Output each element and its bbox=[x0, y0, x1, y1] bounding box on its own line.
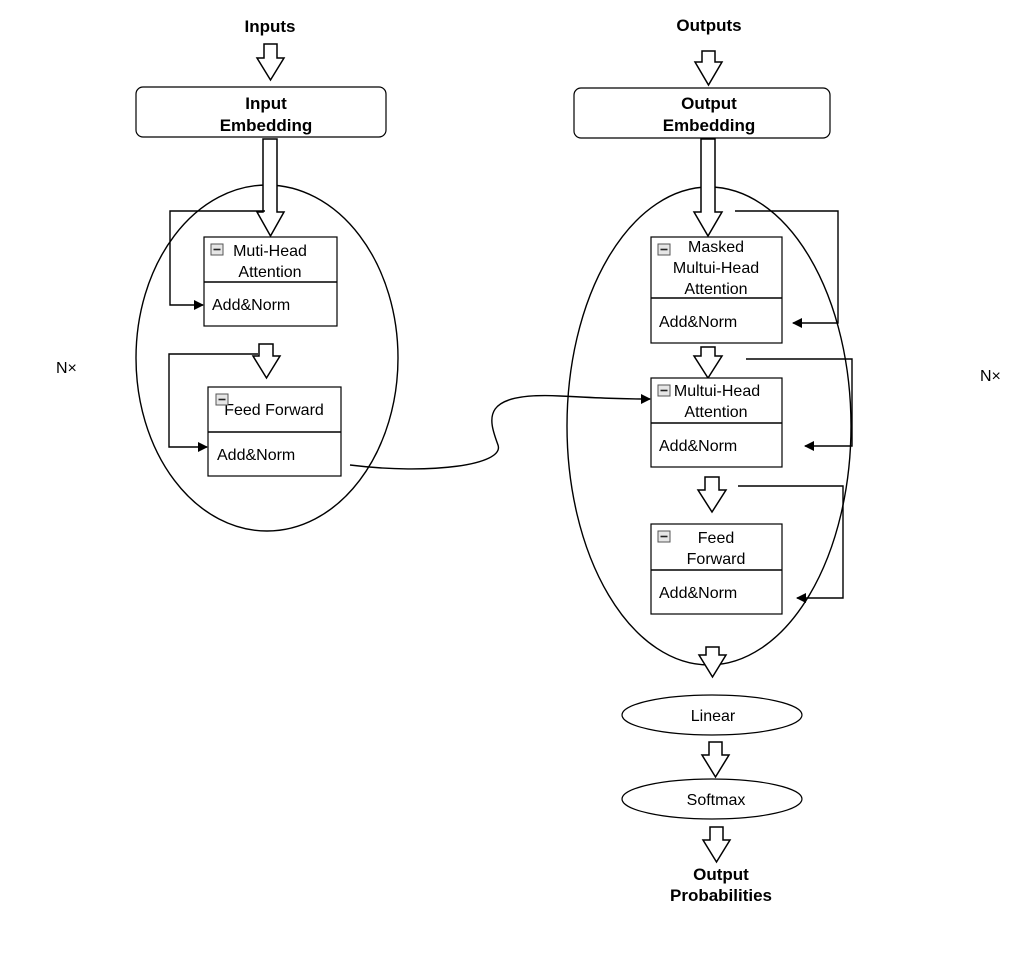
collapse-icon[interactable] bbox=[210, 243, 224, 256]
encoder-residual-1 bbox=[169, 210, 265, 310]
encoder-decoder-connection bbox=[349, 393, 651, 470]
collapse-icon[interactable] bbox=[215, 393, 229, 406]
input-embedding-box bbox=[135, 86, 387, 138]
output-embedding-label-1: Output bbox=[681, 94, 737, 113]
encoder-feedforward-label: Feed Forward bbox=[224, 402, 324, 419]
decoder-masked-attention-block bbox=[650, 236, 783, 344]
hollow-arrow-to-softmax bbox=[700, 741, 731, 779]
encoder-attention-label-1: Muti-Head bbox=[233, 243, 307, 260]
hollow-arrow-inputs bbox=[255, 43, 286, 82]
hollow-arrow-to-linear bbox=[697, 646, 728, 679]
hollow-arrow-outputs bbox=[693, 50, 724, 87]
output-embedding-label-2: Embedding bbox=[663, 116, 756, 135]
encoder-repeat-label: N× bbox=[56, 360, 77, 377]
decoder-masked-label-2: Multui-Head bbox=[673, 260, 759, 277]
linear-node bbox=[621, 694, 803, 736]
collapse-icon[interactable] bbox=[657, 243, 671, 256]
encoder-attention-label-2: Attention bbox=[238, 264, 301, 281]
outputs-title: Outputs bbox=[676, 16, 741, 35]
hollow-arrow-decoder-mid-2 bbox=[696, 476, 728, 514]
decoder-add-norm-2: Add&Norm bbox=[659, 438, 737, 455]
decoder-residual-1 bbox=[735, 210, 839, 328]
decoder-masked-label-1: Masked bbox=[688, 239, 744, 256]
linear-label: Linear bbox=[691, 708, 736, 725]
decoder-feedforward-block bbox=[650, 523, 783, 615]
hollow-arrow-to-output bbox=[701, 826, 732, 864]
hollow-arrow-encoder-mid bbox=[251, 343, 282, 380]
decoder-residual-3 bbox=[738, 485, 844, 603]
decoder-feedforward-label-1: Feed bbox=[698, 530, 734, 547]
encoder-add-norm-1: Add&Norm bbox=[212, 297, 290, 314]
decoder-repeat-label: N× bbox=[980, 368, 1001, 385]
decoder-attention-label-1: Multui-Head bbox=[674, 383, 760, 400]
softmax-node bbox=[621, 778, 803, 820]
hollow-arrow-decoder-mid-1 bbox=[692, 346, 724, 380]
inputs-title: Inputs bbox=[245, 17, 296, 36]
decoder-residual-2 bbox=[746, 358, 853, 451]
encoder-add-norm-2: Add&Norm bbox=[217, 447, 295, 464]
output-probabilities-label-1: Output bbox=[693, 865, 749, 884]
decoder-attention-label-2: Attention bbox=[684, 404, 747, 421]
hollow-arrow-decoder-input bbox=[692, 138, 724, 238]
input-embedding-label-1: Input bbox=[245, 94, 287, 113]
input-embedding-label-2: Embedding bbox=[220, 116, 313, 135]
decoder-add-norm-1: Add&Norm bbox=[659, 314, 737, 331]
decoder-masked-label-3: Attention bbox=[684, 281, 747, 298]
encoder-residual-2 bbox=[168, 353, 258, 452]
collapse-icon[interactable] bbox=[657, 530, 671, 543]
output-embedding-box bbox=[573, 87, 831, 139]
decoder-feedforward-label-2: Forward bbox=[687, 551, 746, 568]
output-probabilities-label-2: Probabilities bbox=[670, 886, 772, 905]
hollow-arrow-encoder-input bbox=[255, 138, 286, 238]
softmax-label: Softmax bbox=[687, 792, 746, 809]
collapse-icon[interactable] bbox=[657, 384, 671, 397]
decoder-add-norm-3: Add&Norm bbox=[659, 585, 737, 602]
